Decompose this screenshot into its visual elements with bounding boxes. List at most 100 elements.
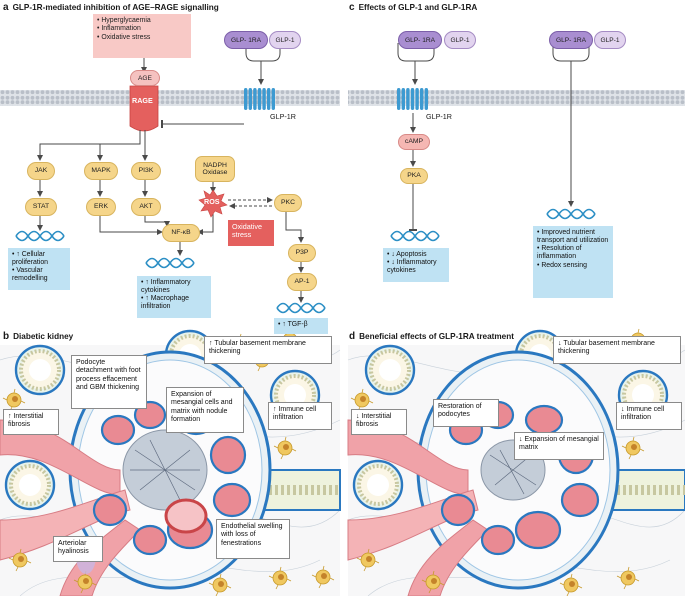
glp1-ligand-c2: GLP-1	[594, 31, 626, 49]
panel-c-left-outcome-box: • ↓ Apoptosis • ↓ Inflammatory cytokines	[383, 248, 449, 282]
glp1ra-label-c1: GLP- 1RA	[404, 36, 436, 44]
callout-restoration-text: Restoration of podocytes	[438, 403, 482, 419]
stress-item-text: Oxidative stress	[101, 33, 151, 41]
panel-c-title-text: Effects of GLP-1 and GLP-1RA	[358, 3, 478, 12]
callout-endothelial-text: Endothelial swelling with loss of fenest…	[221, 523, 283, 547]
oxidative-stress-label: Oxidative stress	[232, 222, 262, 240]
outcome-item: • Improved nutrient transport and utiliz…	[537, 229, 609, 245]
kidney-illustration-d	[347, 328, 685, 596]
outcome-item-text: ↑ TGF-β	[282, 321, 308, 328]
akt-label: AKT	[139, 203, 153, 211]
mapk-label: MAPK	[91, 167, 111, 175]
callout-mesangial-d: ↓ Expansion of mesangial matrix	[514, 432, 604, 460]
glp1-label-c2: GLP-1	[600, 36, 620, 44]
callout-immune-b-text: ↑ Immune cell infiltration	[273, 406, 317, 422]
glp1-label-c1: GLP-1	[450, 36, 470, 44]
stress-item: • Hyperglycaemia	[97, 17, 151, 24]
outcome-item: • Redox sensing	[537, 261, 587, 269]
pi3k-label: PI3K	[138, 167, 154, 175]
panel-c-right-outcome-box: • Improved nutrient transport and utiliz…	[533, 226, 613, 298]
glp1ra-ligand-c1: GLP- 1RA	[398, 31, 442, 49]
panel-a-title-text: GLP-1R-mediated inhibition of AGE–RAGE s…	[12, 3, 219, 12]
callout-immune-d: ↓ Immune cell infiltration	[616, 402, 682, 430]
callout-tubular-b: ↑ Tubular basement membrane thickening	[204, 336, 332, 364]
outcome-item-text: ↑ Inflammatory cytokines	[141, 279, 191, 295]
callout-mesangial-d-text: ↓ Expansion of mesangial matrix	[519, 436, 599, 452]
glp1r-label-a: GLP-1R	[270, 112, 296, 121]
outcome-item-text: ↓ Apoptosis	[391, 251, 427, 258]
camp-label: cAMP	[404, 138, 424, 146]
stress-item-text: Hyperglycaemia	[101, 17, 151, 24]
ap1-node: AP-1	[287, 273, 317, 291]
outcome-item: • ↑ Inflammatory cytokines	[141, 279, 191, 295]
callout-podocyte-text: Podocyte detachment with foot process ef…	[76, 359, 141, 392]
glp1r-label-c: GLP-1R	[426, 112, 452, 121]
outcome-item: • ↑ Macrophage infiltration	[141, 295, 189, 311]
callout-restoration: Restoration of podocytes	[433, 399, 499, 427]
glp1-ligand-a: GLP-1	[269, 31, 301, 49]
rage-receptor	[129, 85, 159, 132]
glp1ra-ligand-a: GLP- 1RA	[224, 31, 268, 49]
panel-c-letter: c	[349, 2, 355, 13]
callout-tubular-d: ↓ Tubular basement membrane thickening	[553, 336, 681, 364]
stress-box: • Hyperglycaemia • Inflammation • Oxidat…	[93, 14, 191, 58]
mapk-node: MAPK	[84, 162, 118, 180]
callout-podocyte: Podocyte detachment with foot process ef…	[71, 355, 147, 409]
stress-item: • Inflammation	[97, 25, 141, 33]
nadph-node: NADPH Oxidase	[195, 156, 235, 182]
outcome-item-text: ↑ Cellular proliferation	[12, 251, 49, 267]
p3p-label: P3P	[295, 249, 309, 257]
pka-node: PKA	[400, 168, 428, 184]
erk-label: ERK	[94, 203, 108, 211]
camp-node: cAMP	[398, 134, 430, 150]
callout-arteriolar: Arteriolar hyalinosis	[53, 536, 103, 562]
erk-node: ERK	[86, 198, 116, 216]
pi3k-node: PI3K	[131, 162, 161, 180]
outcome-item: • ↑ Cellular proliferation	[12, 251, 49, 267]
outcome-item-text: Improved nutrient transport and utilizat…	[537, 229, 609, 245]
nfkb-outcome-box: • ↑ Inflammatory cytokines • ↑ Macrophag…	[137, 276, 211, 318]
pkc-label: PKC	[281, 199, 295, 207]
glp1-ligand-c1: GLP-1	[444, 31, 476, 49]
nadph-label: NADPH Oxidase	[202, 161, 228, 176]
stat-label: STAT	[32, 203, 50, 211]
callout-interstitial-b-text: ↑ Interstitial fibrosis	[8, 413, 44, 429]
membrane-a	[0, 90, 340, 106]
jak-label: JAK	[34, 167, 48, 175]
age-ligand: AGE	[130, 70, 160, 86]
stat-outcome-box: • ↑ Cellular proliferation • Vascular re…	[8, 248, 70, 290]
panel-d-letter: d	[349, 331, 356, 342]
callout-tubular-b-text: ↑ Tubular basement membrane thickening	[209, 340, 306, 356]
callout-arteriolar-text: Arteriolar hyalinosis	[58, 540, 89, 556]
pka-label: PKA	[407, 172, 421, 180]
oxidative-stress-box: Oxidative stress	[228, 220, 274, 246]
callout-tubular-d-text: ↓ Tubular basement membrane thickening	[558, 340, 655, 356]
p3p-node: P3P	[288, 244, 316, 262]
pkc-node: PKC	[274, 194, 302, 212]
callout-interstitial-d-text: ↓ Interstitial fibrosis	[356, 413, 392, 429]
stress-item: • Oxidative stress	[97, 33, 151, 41]
outcome-item: • ↓ Inflammatory cytokines	[387, 259, 437, 275]
outcome-item-text: ↓ Inflammatory cytokines	[387, 259, 437, 275]
callout-interstitial-d: ↓ Interstitial fibrosis	[351, 409, 407, 435]
membrane-c	[348, 90, 685, 106]
glp1ra-label-c2: GLP- 1RA	[555, 36, 587, 44]
outcome-item-text: Resolution of inflammation	[537, 245, 582, 261]
outcome-item-text: Redox sensing	[541, 261, 587, 269]
ap1-outcome-box: • ↑ TGF-β	[274, 318, 328, 334]
jak-node: JAK	[27, 162, 55, 180]
panel-b-title-text: Diabetic kidney	[13, 332, 74, 341]
ros-burst	[198, 189, 228, 218]
outcome-item: • Resolution of inflammation	[537, 245, 582, 261]
glp1ra-ligand-c2: GLP- 1RA	[549, 31, 593, 49]
stat-node: STAT	[25, 198, 57, 216]
ap1-label: AP-1	[294, 278, 310, 286]
callout-immune-b: ↑ Immune cell infiltration	[268, 402, 332, 430]
nfkb-label: NF-κB	[171, 229, 191, 237]
panel-b-letter: b	[3, 331, 10, 342]
callout-mesangial-b: Expansion of mesangial cells and matrix …	[166, 387, 244, 433]
